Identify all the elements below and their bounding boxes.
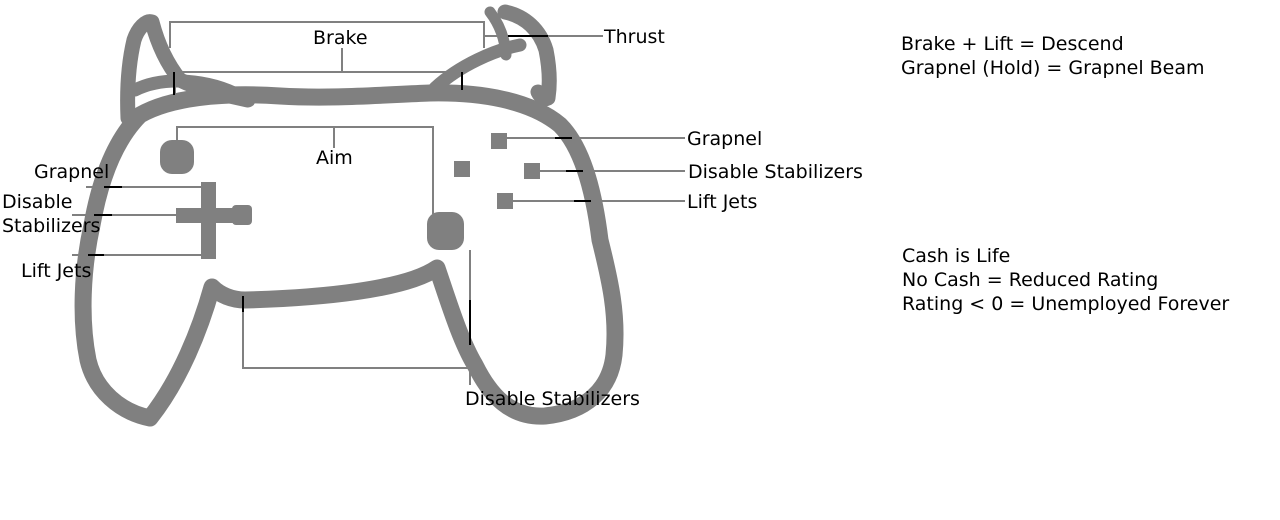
label-disable-left-line2: Stabilizers — [2, 215, 101, 237]
bottom-callout — [242, 296, 470, 369]
note-cash-is-life: Cash is Life — [902, 245, 1011, 267]
label-lift-jets-right: Lift Jets — [687, 191, 758, 213]
left-bumper — [128, 74, 247, 103]
select-button — [232, 205, 252, 225]
label-disable-stabilizers-right: Disable Stabilizers — [688, 161, 863, 183]
controller-body-outline — [74, 84, 624, 427]
face-button-top — [491, 133, 507, 149]
left-stick — [160, 140, 194, 174]
label-grapnel-left: Grapnel — [34, 161, 110, 183]
note-combo-grapnel-beam: Grapnel (Hold) = Grapnel Beam — [901, 57, 1205, 79]
aim-callout — [176, 126, 434, 214]
note-combo-descend: Brake + Lift = Descend — [901, 33, 1124, 55]
label-thrust: Thrust — [604, 26, 665, 48]
right-trigger — [497, 4, 557, 106]
label-brake: Brake — [313, 27, 368, 49]
label-disable-left-line1: Disable — [2, 191, 73, 213]
label-grapnel-right: Grapnel — [687, 128, 763, 150]
label-lift-jets-left: Lift Jets — [21, 260, 92, 282]
right-trigger-inner — [484, 6, 512, 61]
face-button-right — [524, 163, 540, 179]
right-stick — [427, 212, 464, 250]
right-bumper — [428, 38, 527, 95]
face-button-left — [454, 161, 470, 177]
note-rating-below-zero: Rating < 0 = Unemployed Forever — [902, 293, 1230, 315]
dpad-horizontal — [176, 208, 244, 223]
crossing-marks — [88, 35, 591, 345]
note-no-cash: No Cash = Reduced Rating — [902, 269, 1159, 291]
label-aim: Aim — [316, 147, 353, 169]
face-button-bottom — [497, 193, 513, 209]
label-disable-stabilizers-bottom: Disable Stabilizers — [465, 388, 640, 410]
